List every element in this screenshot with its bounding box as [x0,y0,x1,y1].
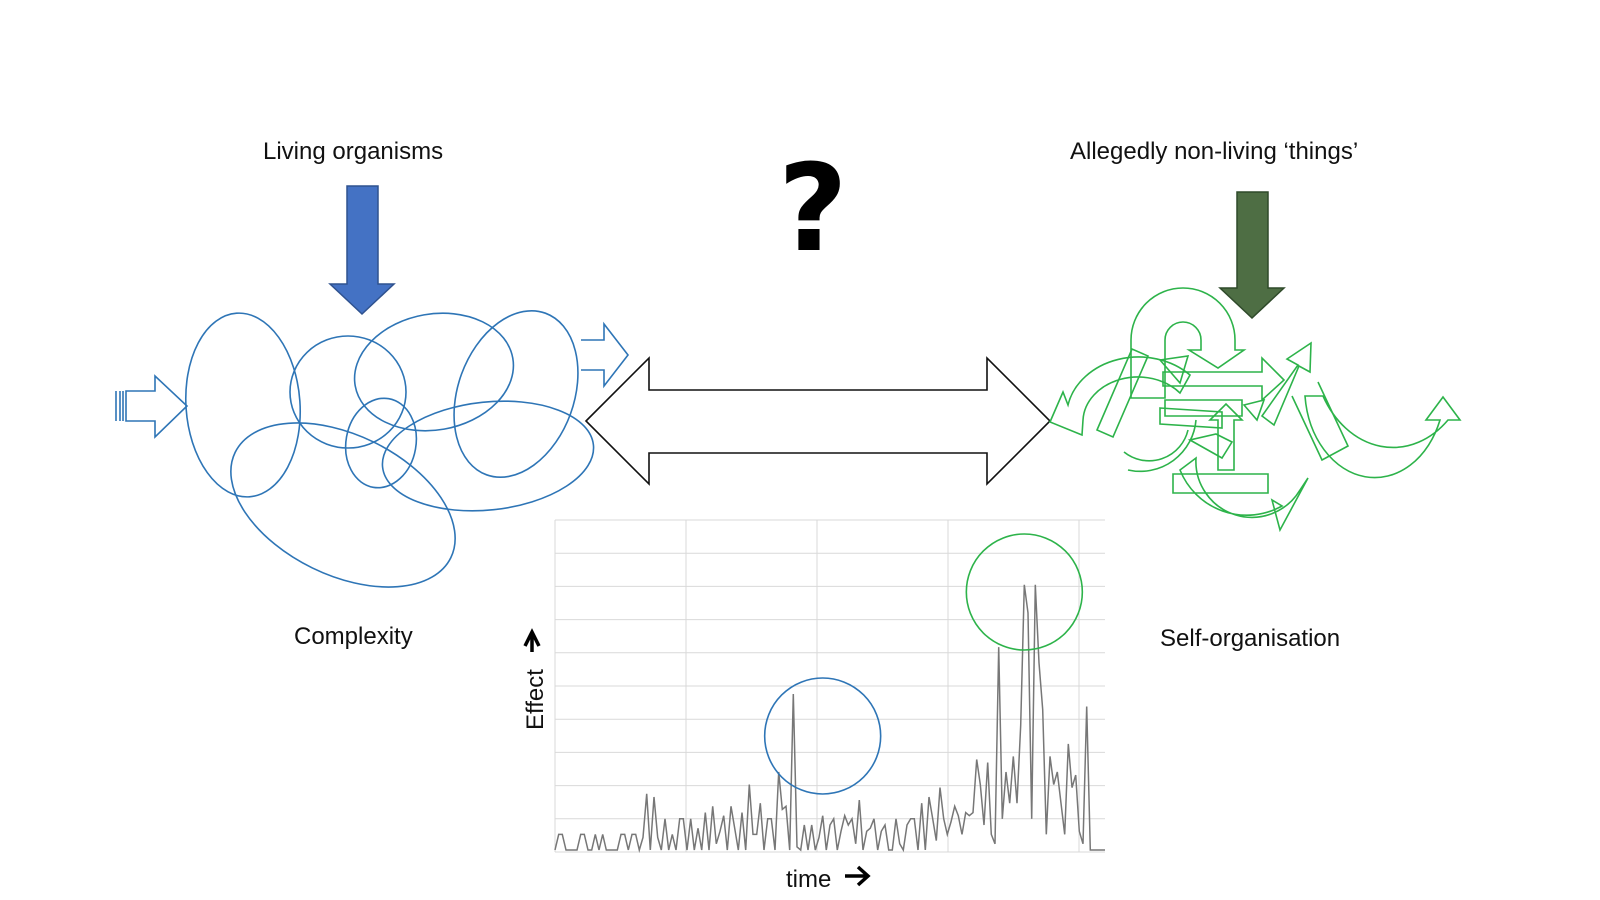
y-axis-arrow-icon [523,628,541,652]
complexity-label: Complexity [294,623,413,650]
non-living-things-label: Allegedly non-living ‘things’ [1070,138,1359,165]
living-organisms-label: Living organisms [263,138,444,165]
chart-grid [554,519,1105,853]
blue-input-arrow-icon [115,374,189,439]
x-axis-arrow-icon [845,865,871,887]
effect-time-chart: Effect time [522,519,1105,893]
highlight-circle-green [965,533,1084,651]
self-organisation-cluster [1048,287,1462,533]
effect-series-line [554,584,1105,853]
complexity-tangle [184,309,595,588]
highlight-circle-blue [763,677,882,795]
blue-down-arrow-icon [328,185,396,316]
y-axis-label: Effect [522,669,549,730]
self-organisation-label: Self-organisation [1160,625,1341,652]
x-axis-label: time [786,866,831,893]
question-mark: ? [778,140,848,279]
double-headed-arrow [584,356,1052,486]
green-down-arrow-icon [1218,191,1286,320]
blue-output-arrow-icon [581,321,630,389]
